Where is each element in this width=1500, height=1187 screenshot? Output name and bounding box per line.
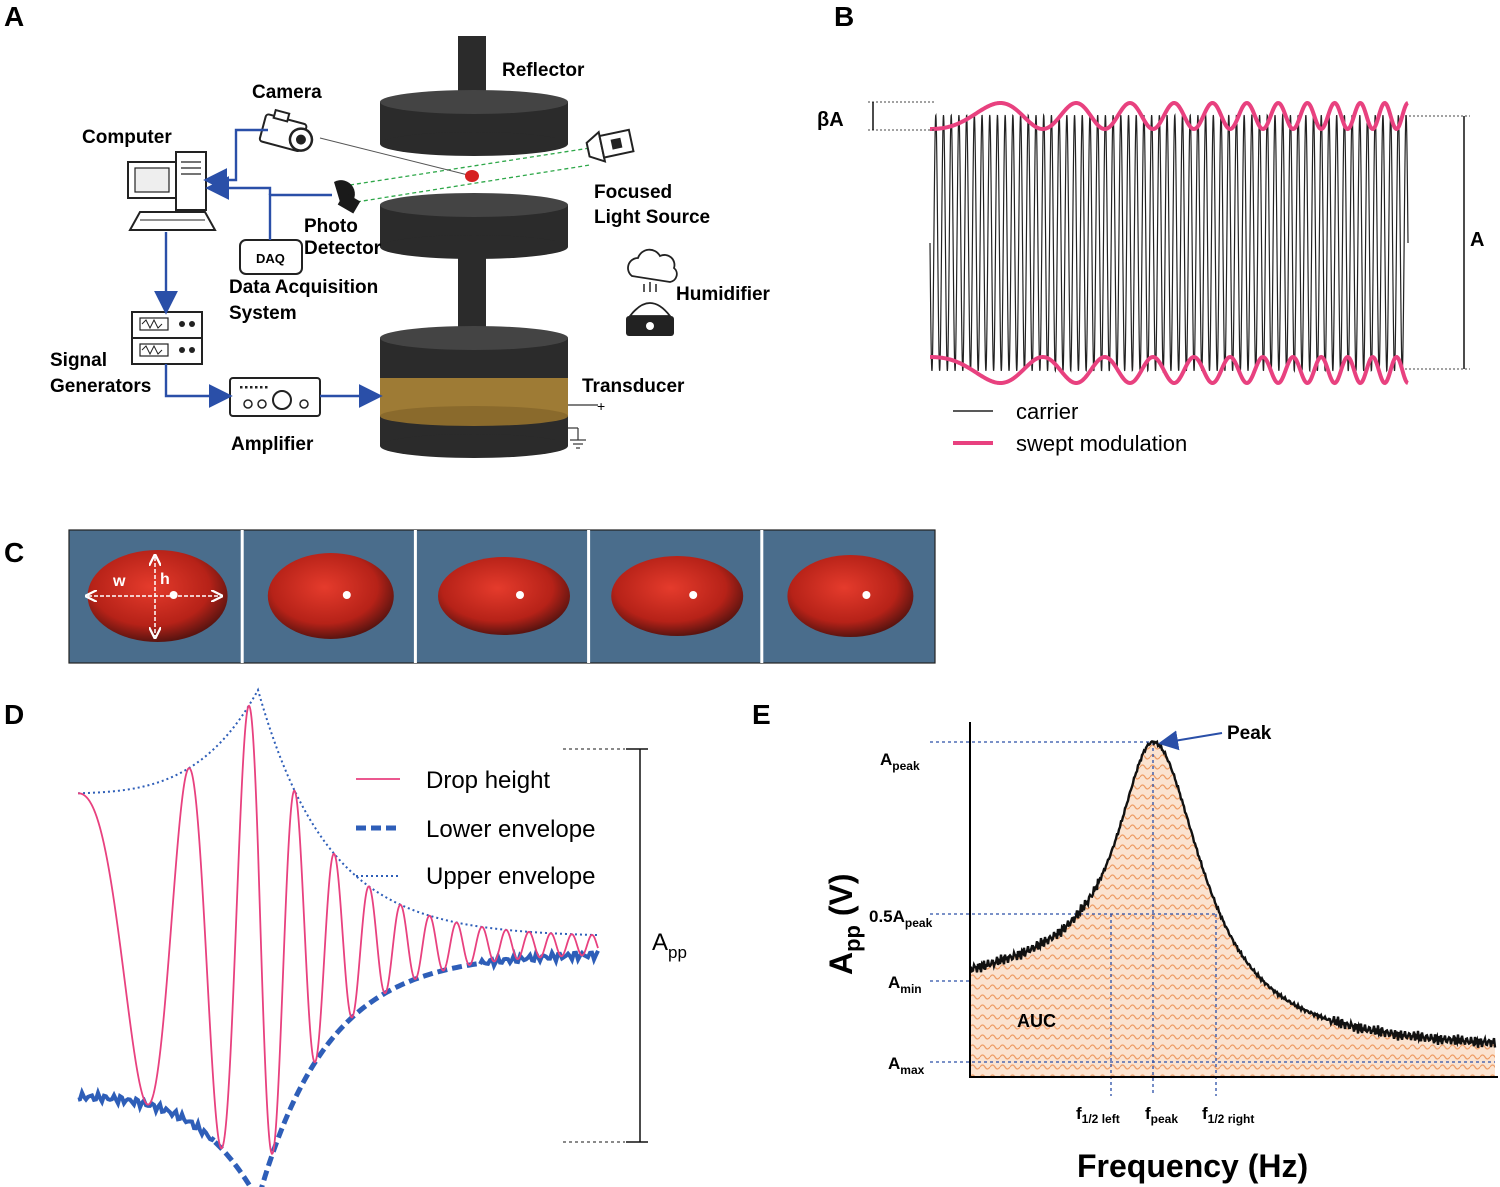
daq-label-2: System: [229, 303, 297, 324]
panel-d-oscillation: App Drop height Lower envelope Upper env…: [77, 687, 687, 1187]
humidifier-label: Humidifier: [676, 284, 771, 305]
peak-arrow: [1158, 730, 1223, 751]
computer-label: Computer: [82, 127, 172, 148]
levitated-droplet: [465, 170, 479, 182]
f-left-label: f1/2 left: [1076, 1104, 1120, 1126]
modulation-upper: [930, 100, 1409, 132]
amin-label: Amin: [888, 973, 922, 996]
photodetector-label-1: Photo: [304, 216, 358, 237]
focused-light-label-2: Light Source: [594, 207, 710, 228]
daq-label-1: Data Acquisition: [229, 277, 378, 298]
humidifier-icon: [626, 248, 678, 336]
f-right-label: f1/2 right: [1202, 1104, 1254, 1126]
camera-sightline: [319, 137, 473, 177]
droplet-frame-3: [438, 557, 570, 635]
panel-letter-e: E: [752, 699, 771, 730]
app-label: App: [652, 929, 687, 962]
amplifier-icon: [229, 377, 321, 417]
modulation-lower: [930, 354, 1409, 386]
droplet-frame-5: [787, 555, 914, 637]
signal-generators-icon: [131, 311, 203, 365]
panel-b-waveform: βA A carrier swept modulation: [817, 100, 1484, 456]
camera-icon: [258, 108, 314, 153]
drop-height-trace: [78, 704, 599, 1155]
panel-a-apparatus: +: [50, 36, 771, 458]
signal-generators-label-1: Signal: [50, 350, 107, 371]
highlight-dot: [862, 591, 871, 599]
peak-label: Peak: [1227, 723, 1272, 744]
apeak-label: Apeak: [880, 750, 920, 773]
a-label: A: [1470, 229, 1484, 251]
reflector-disk: [380, 90, 568, 156]
legend-lower-label: Lower envelope: [426, 816, 595, 843]
horn-stem: [458, 255, 486, 330]
reflector-stem: [458, 36, 486, 94]
legend-upper-label: Upper envelope: [426, 863, 595, 890]
f-peak-label: fpeak: [1145, 1104, 1178, 1126]
flashlight-icon: [585, 128, 635, 163]
camera-label: Camera: [252, 82, 322, 103]
amplifier-label: Amplifier: [231, 434, 314, 455]
ground-icon: [570, 439, 586, 449]
panel-e-resonance: Peak Apeak 0.5Apeak Amin Amax AUC f1/2 l…: [823, 722, 1498, 1184]
auc-label: AUC: [1017, 1011, 1056, 1031]
droplet-frame-4: [611, 556, 744, 636]
photodetector-label-2: Detector: [304, 238, 382, 259]
lower-envelope: [213, 960, 482, 1187]
highlight-dot: [516, 591, 524, 599]
auc-area: [970, 741, 1495, 1077]
panel-letter-a: A: [4, 1, 24, 32]
focused-light-label-1: Focused: [594, 182, 672, 203]
signal-wires: [154, 128, 383, 408]
transducer-stack: [380, 326, 568, 458]
height-label: h: [160, 571, 170, 588]
reflector-label: Reflector: [502, 60, 585, 81]
upper-envelope: [77, 687, 599, 937]
width-label: w: [112, 573, 126, 590]
panel-letter-c: C: [4, 537, 24, 568]
daq-box: DAQ: [239, 239, 303, 275]
plus-sign: +: [597, 398, 605, 414]
legend-carrier-label: carrier: [1016, 399, 1078, 424]
transducer-label: Transducer: [582, 376, 685, 397]
photodetector-icon: [334, 180, 361, 214]
legend-swept-label: swept modulation: [1016, 431, 1187, 456]
light-beam-bottom: [349, 164, 591, 204]
half-peak-label: 0.5Apeak: [869, 907, 933, 930]
x-axis-title: Frequency (Hz): [1077, 1148, 1308, 1184]
highlight-dot: [689, 591, 698, 599]
resonance-curve: [969, 739, 1497, 1048]
carrier-wave: [929, 112, 1409, 374]
daq-box-label: DAQ: [256, 251, 285, 266]
y-axis-title: App (V): [823, 873, 865, 975]
lower-envelope-noisy: [77, 947, 600, 1143]
highlight-dot: [342, 591, 351, 599]
signal-generators-label-2: Generators: [50, 376, 151, 397]
highlight-dot: [169, 591, 178, 599]
legend-drop-label: Drop height: [426, 767, 550, 794]
droplet-frame-2: [267, 553, 394, 639]
light-beam-top: [349, 147, 591, 186]
amax-label: Amax: [888, 1054, 925, 1077]
panel-letter-d: D: [4, 699, 24, 730]
beta-a-label: βA: [817, 109, 844, 131]
panel-letter-b: B: [834, 1, 854, 32]
computer-icon: [127, 151, 217, 231]
horn-disk: [380, 193, 568, 259]
panel-c-image-strip: w h: [68, 529, 936, 664]
